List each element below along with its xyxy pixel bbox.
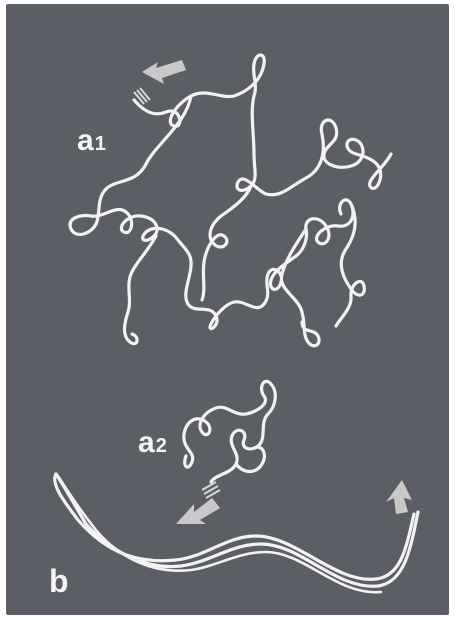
label-a1-letter: a	[77, 124, 94, 157]
micrograph-drawing	[6, 4, 449, 615]
arrows	[142, 60, 412, 524]
arrow-icon	[176, 498, 220, 524]
label-a2: a2	[138, 428, 166, 458]
arrow-icon	[142, 60, 186, 84]
label-a2-letter: a	[138, 426, 155, 459]
micrograph-photo: a1 a2 b	[6, 4, 449, 615]
strand-b-2	[56, 474, 418, 586]
strand-b-1	[55, 474, 414, 579]
label-a1: a1	[77, 126, 105, 156]
twisted-segment-a2	[202, 482, 220, 498]
label-a1-sub: 1	[95, 133, 106, 155]
strand-a1	[70, 55, 391, 346]
label-b-letter: b	[49, 563, 69, 599]
label-b: b	[49, 565, 69, 597]
label-a2-sub: 2	[156, 435, 167, 457]
arrow-icon	[386, 480, 412, 514]
strand-a2	[184, 381, 275, 482]
